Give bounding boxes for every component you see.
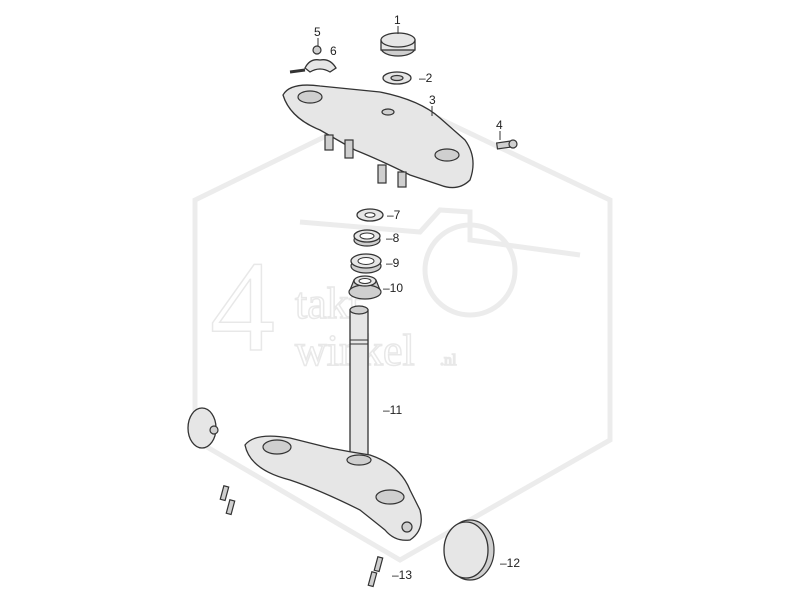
callout-11: –11 — [383, 403, 402, 417]
callout-8: –8 — [386, 231, 400, 245]
callout-10: –10 — [383, 281, 403, 295]
callout-12: –12 — [500, 556, 520, 570]
part-8-race — [353, 229, 381, 247]
callout-3: 3 — [429, 93, 436, 107]
watermark-nl: .nl — [440, 352, 457, 369]
part-7-washer — [356, 208, 384, 222]
callout-2: –2 — [419, 71, 433, 85]
callout-5: 5 — [314, 25, 321, 39]
leader-lines — [317, 26, 501, 140]
part-1-stem-nut — [380, 32, 416, 57]
part-cap-left — [187, 407, 219, 449]
part-5-6-clamp — [289, 45, 337, 74]
callout-9: –9 — [386, 256, 400, 270]
watermark-hexagon — [192, 97, 613, 563]
watermark-handlebar — [299, 207, 581, 258]
part-3-top-bridge — [282, 84, 474, 189]
callout-13: –13 — [392, 568, 412, 582]
watermark-4: 4 — [210, 235, 275, 379]
callout-7: –7 — [387, 208, 401, 222]
callout-1: 1 — [394, 13, 401, 27]
part-13-bolts — [219, 484, 384, 588]
part-12-cover — [443, 519, 495, 581]
part-4-bolt — [495, 139, 518, 150]
part-2-washer — [382, 71, 412, 85]
part-10-bearing — [348, 275, 382, 300]
part-11-steering-stem — [244, 305, 422, 541]
callout-6: 6 — [330, 44, 337, 58]
callout-4: 4 — [496, 118, 503, 132]
part-9-bearing — [350, 253, 382, 274]
